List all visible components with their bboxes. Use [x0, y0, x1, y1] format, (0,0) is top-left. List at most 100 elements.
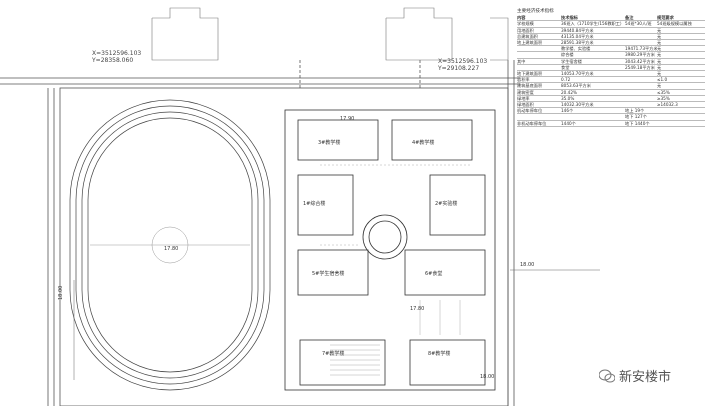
watermark: 新安楼市	[599, 366, 671, 385]
table-title: 主要经济技术指标	[517, 9, 554, 14]
center-circle	[151, 226, 189, 264]
table-row: 绿地面积 14032.30平方米 ≥14032.3	[517, 102, 705, 109]
table-cell: 19471.73平方米	[625, 46, 657, 52]
table-row: 非机动车停车位 1440个 地下 1440个	[517, 121, 705, 127]
watermark-text: 新安楼市	[619, 370, 672, 385]
table-cell: 地上建筑面积	[517, 40, 543, 46]
table-cell: 无	[657, 64, 662, 70]
table-cell: 其中	[517, 58, 526, 64]
table-cell: 学生宿舍楼	[561, 58, 582, 64]
table-cell: 43135.04平方米	[561, 33, 594, 39]
table-cell: 地下 1440个	[625, 120, 650, 126]
table-cell	[625, 28, 657, 33]
building-label: 7#教学楼	[322, 350, 344, 357]
table-cell	[625, 96, 657, 101]
coordinate-x: X=3512596.103	[92, 50, 142, 57]
table-cell	[625, 90, 657, 95]
elevation-label: 17.90	[340, 116, 354, 122]
table-cell: 无	[657, 71, 662, 77]
table-cell: 无	[657, 33, 662, 39]
elevation-label: 18.00	[480, 374, 494, 380]
table-row: 总建筑面积 43135.04平方米 无	[517, 33, 705, 41]
table-cell: ≥14032.3	[657, 102, 678, 108]
building-label: 8#教学楼	[428, 350, 450, 357]
table-row: 地下 127个	[517, 114, 705, 121]
table-cell	[625, 71, 657, 76]
table-cell: 54班级规模以属独	[657, 21, 692, 27]
table-header-cell: 备注	[625, 15, 634, 21]
dimension-label: 18.00	[58, 286, 64, 300]
table-cell: 2549.18平方米	[625, 64, 655, 70]
table-cell: 用地面积	[517, 27, 534, 33]
table-cell: 39440.84平方米	[561, 27, 594, 33]
table-cell: 地下建筑面积	[517, 71, 543, 77]
table-cell: 20.42%	[561, 89, 577, 95]
table-cell: 54班*30人/班	[625, 21, 652, 27]
table-cell	[625, 83, 657, 88]
wechat-icon	[599, 369, 615, 382]
table-header-cell: 规范要求	[657, 15, 674, 21]
coordinate-y: Y=28358.060	[92, 57, 134, 64]
running-track	[69, 99, 271, 391]
table-cell: ≥35%	[657, 95, 670, 101]
adjacent-buildings	[151, 7, 509, 61]
coordinate-x: X=3512596.103	[438, 58, 488, 65]
table-cell: 14032.30平方米	[561, 102, 594, 108]
table-cell: 无	[657, 46, 662, 52]
table-cell	[657, 108, 705, 113]
table-cell: 容积率	[517, 77, 530, 83]
building-label: 2#实验楼	[435, 200, 457, 207]
table-cell	[517, 65, 561, 70]
building-label: 3#教学楼	[318, 139, 340, 146]
table-cell: 35.0%	[561, 95, 575, 101]
building-label: 5#学生宿舍楼	[312, 270, 344, 277]
table-cell: 1440个	[561, 120, 576, 126]
table-cell: 8053.63平方米	[561, 83, 591, 89]
table-cell: 机动车停车位	[517, 108, 543, 114]
table-cell: 非机动车停车位	[517, 120, 547, 126]
table-cell	[625, 34, 657, 39]
coordinate-y: Y=29108.227	[438, 65, 480, 72]
elevation-label: 17.80	[164, 246, 178, 252]
table-cell: ≤35%	[657, 89, 670, 95]
table-cell: 无	[657, 52, 662, 58]
table-cell: 综合楼	[561, 52, 574, 58]
table-row: 建筑密度 20.42% ≤35%	[517, 90, 705, 96]
table-row: 地下建筑面积 14053.70平方米 无	[517, 71, 705, 78]
detail-lines	[320, 164, 470, 376]
table-cell: 146个	[561, 108, 574, 114]
building-label: 6#食堂	[425, 270, 442, 277]
site-boundary	[59, 87, 509, 407]
table-cell: 3980.29平方米	[625, 52, 655, 58]
table-cell	[561, 114, 625, 119]
table-cell: 食堂	[561, 64, 570, 70]
table-row: 综合楼 3980.29平方米无	[517, 52, 705, 59]
table-header-cell: 技术指标	[561, 15, 578, 21]
coordinate-marker-2: X=3512596.103 Y=29108.227	[438, 58, 487, 72]
table-cell: 绿地面积	[517, 102, 534, 108]
table-cell: 无	[657, 83, 662, 89]
table-cell: 无	[657, 27, 662, 33]
table-cell	[657, 121, 705, 126]
table-cell: ≤1.0	[657, 77, 668, 83]
table-cell: 总建筑面积	[517, 33, 538, 39]
table-cell: 建筑密度	[517, 89, 534, 95]
table-cell: 无	[657, 58, 662, 64]
table-cell: 14053.70平方米	[561, 71, 594, 77]
table-cell: 地上 19个	[625, 108, 645, 114]
table-header-cell: 内容	[517, 15, 526, 21]
table-cell	[517, 52, 561, 57]
table-cell: 36班入（1710学生/156教职工）	[561, 21, 625, 27]
table-cell: 绿地率	[517, 95, 530, 101]
table-cell	[517, 46, 561, 51]
table-cell	[625, 40, 657, 45]
elevation-label: 17.80	[410, 306, 424, 312]
